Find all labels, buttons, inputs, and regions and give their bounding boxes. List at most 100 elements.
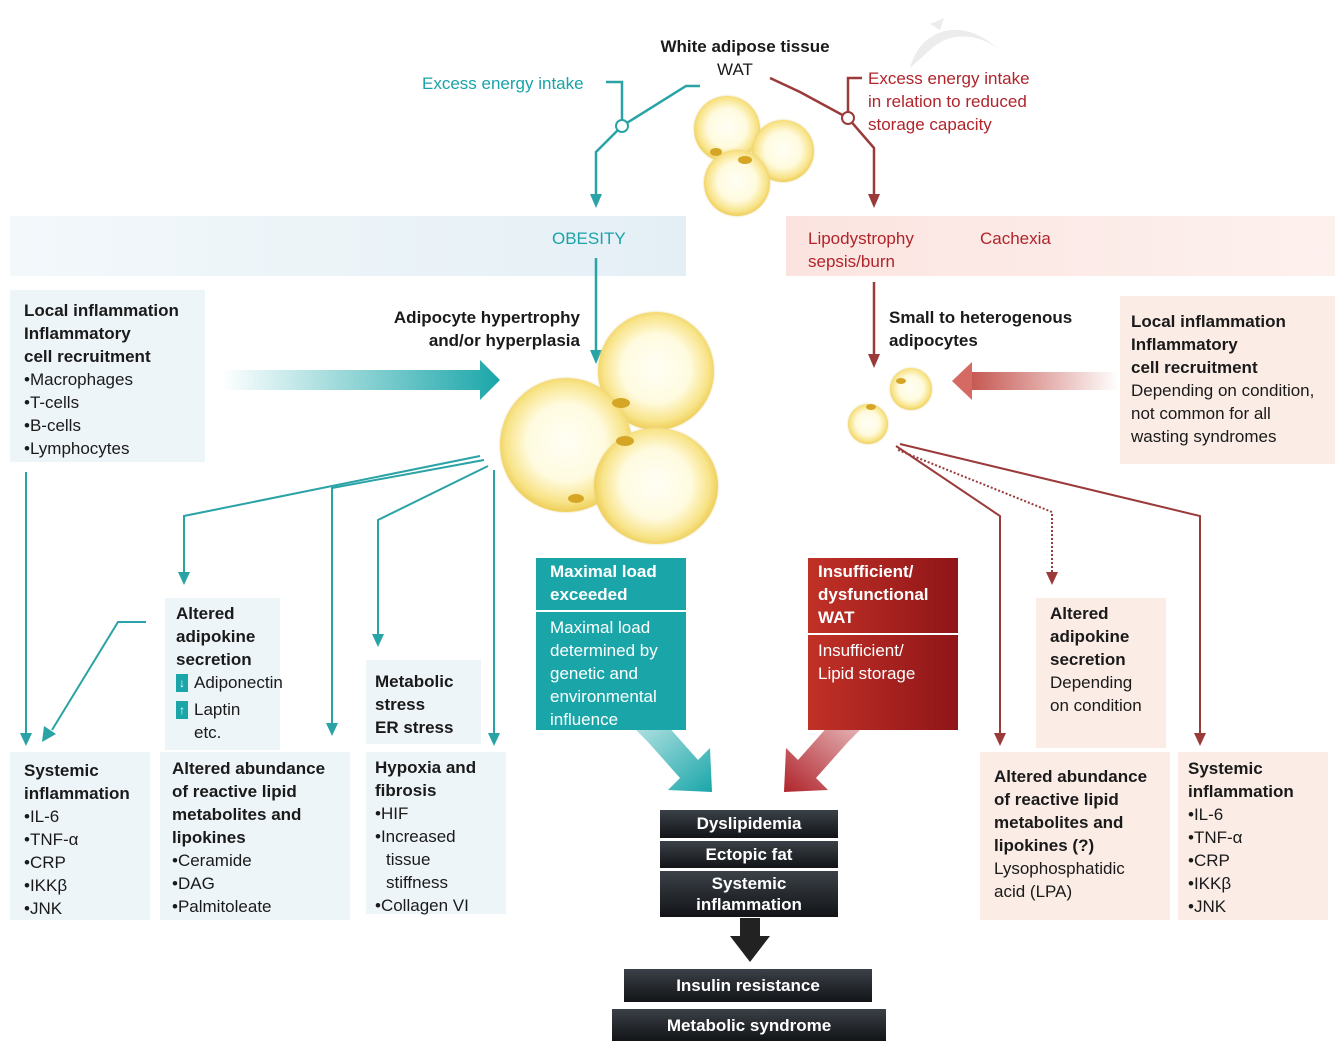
list-item: TNF-α: [24, 828, 130, 851]
cachexia-label: Cachexia: [980, 229, 1051, 248]
teal-recruit-arrow: [222, 360, 500, 400]
wasting-band: [786, 216, 1335, 276]
heading-line: inflammation: [24, 784, 130, 803]
obesity-band: [10, 216, 686, 276]
small-nucleus: [896, 378, 906, 384]
body-line: wasting syndromes: [1131, 427, 1277, 446]
heading-line: exceeded: [550, 585, 628, 604]
metabolic-stress-box: [366, 660, 481, 744]
right-trigger-line: Excess energy intake: [868, 69, 1030, 88]
heading-line: adipokine: [176, 627, 256, 646]
heading-line: dysfunctional: [818, 585, 929, 604]
list-item: B-cells: [24, 414, 179, 437]
heading-line: of reactive lipid: [994, 790, 1119, 809]
wat-subtitle: WAT: [717, 60, 753, 79]
list-item: Collagen VI: [375, 894, 476, 917]
heading-line: metabolites and: [172, 805, 302, 824]
hypertrophy-label: Adipocyte hypertrophy and/or hyperplasia: [360, 306, 580, 352]
wat-nucleus: [710, 148, 722, 156]
wat-title: White adipose tissue: [660, 37, 830, 56]
heading-line: ER stress: [375, 718, 454, 737]
lipodystrophy-line: sepsis/burn: [808, 252, 895, 271]
adipokine-item: Adiponectin: [194, 673, 283, 692]
right-lipid-box: [980, 752, 1170, 920]
heading-line: Adipocyte hypertrophy: [393, 308, 580, 327]
heading-line: stress: [375, 695, 426, 714]
outcome-ectopic-fat: Ectopic fat: [660, 841, 838, 868]
etc-text: etc.: [194, 723, 222, 742]
outcome-dyslipidemia: Dyslipidemia: [660, 810, 838, 838]
heading-line: fibrosis: [375, 781, 437, 800]
metabolic-stress-text: Metabolic stress ER stress: [375, 670, 453, 739]
heading-line: and/or hyperplasia: [428, 331, 580, 350]
heading-line: metabolites and: [994, 813, 1124, 832]
heading-line: secretion: [176, 650, 252, 669]
body-line: Depending on condition,: [1131, 381, 1315, 400]
adipocyte-nucleus: [616, 436, 634, 446]
metabolic-syndrome-bar: Metabolic syndrome: [612, 1009, 886, 1041]
list-item: CRP: [24, 851, 130, 874]
up-arrow-icon: ↑: [176, 700, 188, 719]
heading-line: inflammation: [1188, 782, 1294, 801]
obesity-label: OBESITY: [552, 229, 626, 248]
left-inflammation-text: Local inflammation Inflammatory cell rec…: [24, 299, 179, 460]
body-line: not common for all: [1131, 404, 1271, 423]
heading-line: lipokines (?): [994, 836, 1095, 855]
right-systemic-text: Systemic inflammation IL-6 TNF-α CRP IKK…: [1188, 757, 1294, 918]
body-line: Lipid storage: [818, 664, 916, 683]
heading-line: Altered abundance: [994, 767, 1148, 786]
heading-line: secretion: [1050, 650, 1126, 669]
list-item: TNF-α: [1188, 826, 1294, 849]
body-line: determined by: [550, 641, 658, 660]
down-arrow-icon: ↓: [176, 673, 188, 692]
list-item: T-cells: [24, 391, 179, 414]
heading-line: Systemic: [24, 761, 99, 780]
heading-line: cell recruitment: [24, 347, 151, 366]
list-item: IKKβ: [24, 874, 130, 897]
small-nucleus: [866, 404, 876, 410]
body-line: acid (LPA): [994, 882, 1073, 901]
adipocyte-nucleus: [612, 398, 630, 408]
heading-line: Altered abundance: [172, 759, 326, 778]
insufficient-wat-box: Insufficient/ dysfunctional WAT Insuffic…: [808, 558, 958, 730]
body-line: Lysophosphatidic: [994, 859, 1125, 878]
heading-line: Small to heterogenous: [889, 308, 1073, 327]
teal-converge-arrow: [630, 724, 712, 792]
lipodystrophy-label: Lipodystrophy sepsis/burn: [808, 227, 914, 273]
body-line: environmental: [550, 687, 657, 706]
adipokine-item: Laptin: [194, 700, 241, 719]
body-line: Insufficient/: [818, 641, 904, 660]
heading-line: adipocytes: [889, 331, 978, 350]
heading-line: Hypoxia and: [375, 758, 477, 777]
small-cell-2: [848, 404, 888, 444]
heading-line: Local inflammation: [24, 301, 179, 320]
right-inflammation-box: [1120, 296, 1335, 464]
list-item: Increased: [375, 825, 476, 848]
body-line: Depending: [1050, 673, 1133, 692]
red-converge-arrow: [784, 724, 866, 792]
list-item: IL-6: [24, 805, 130, 828]
list-item: IKKβ: [1188, 872, 1294, 895]
right-trigger-line: in relation to reduced: [868, 92, 1027, 111]
small-cell-1: [890, 368, 932, 410]
list-item: Ceramide: [172, 849, 325, 872]
outcome-down-arrow: [730, 918, 770, 962]
teal-branch: [594, 80, 700, 196]
list-item: HIF: [375, 802, 476, 825]
list-item-cont: tissue: [386, 850, 431, 869]
heading-line: WAT: [818, 608, 855, 627]
list-item: JNK: [24, 897, 130, 920]
insulin-resistance-bar: Insulin resistance: [624, 969, 872, 1002]
watermark-logo: [910, 18, 1000, 68]
right-trigger-line: storage capacity: [868, 115, 992, 134]
heading-line: Local inflammation: [1131, 312, 1286, 331]
list-item: IL-6: [1188, 803, 1294, 826]
heading-line: lipokines: [172, 828, 246, 847]
maximal-load-box: Maximal load exceeded Maximal load deter…: [536, 558, 686, 730]
body-line: genetic and: [550, 664, 638, 683]
list-item-cont: stiffness: [386, 873, 449, 892]
right-trigger-text: Excess energy intake in relation to redu…: [868, 67, 1030, 136]
outcome-line: Systemic: [711, 874, 787, 893]
teal-branch-head: [590, 194, 602, 208]
